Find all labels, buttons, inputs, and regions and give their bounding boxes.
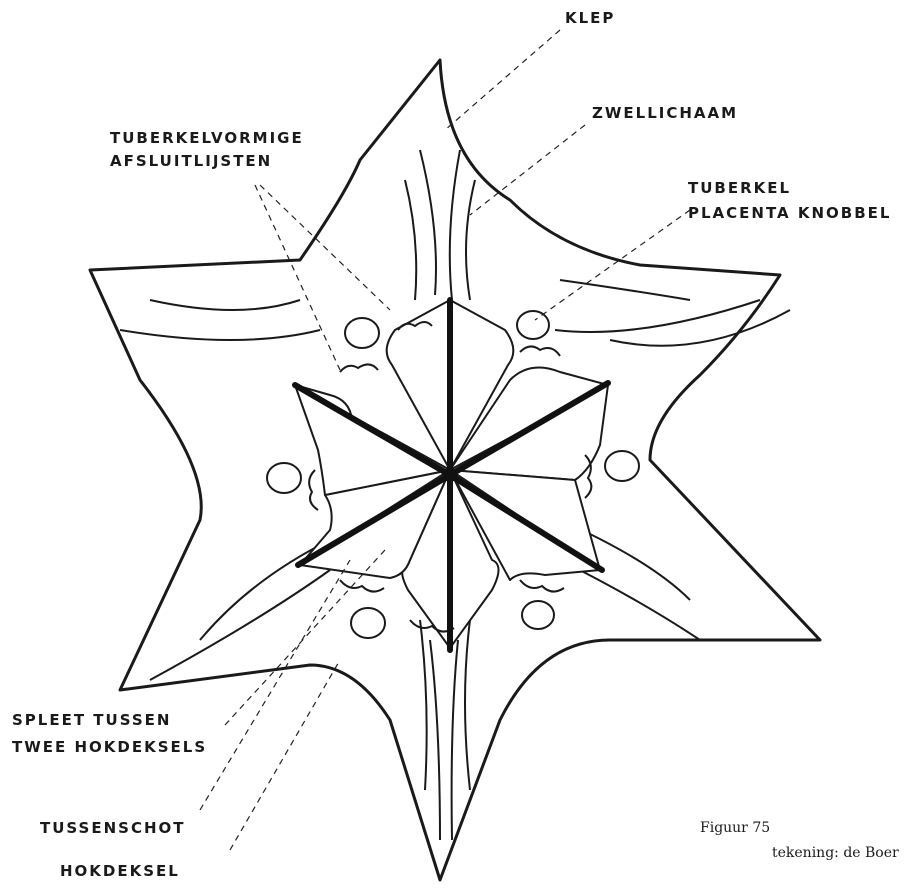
label-tuberkel-2: PLACENTA KNOBBEL — [688, 204, 891, 222]
label-spleet-1: SPLEET TUSSEN — [12, 711, 171, 729]
tuberkel-5 — [351, 608, 385, 638]
caption-figure: Figuur 75 — [700, 820, 770, 836]
caption-credit: tekening: de Boer — [772, 845, 899, 861]
tuberkel-6 — [267, 463, 301, 493]
tuberkel-2 — [517, 311, 549, 339]
label-zwellichaam: ZWELLICHAAM — [592, 104, 738, 122]
label-hokdeksel: HOKDEKSEL — [60, 862, 180, 880]
tuberkel-1 — [345, 318, 379, 348]
tuberkel-3 — [605, 451, 639, 481]
label-tuberkel-1: TUBERKEL — [688, 179, 791, 197]
label-spleet-2: TWEE HOKDEKSELS — [12, 738, 207, 756]
tuberkel-4 — [522, 601, 554, 629]
label-klep: KLEP — [565, 9, 615, 27]
label-tuberkelvormige-2: AFSLUITLIJSTEN — [110, 152, 272, 170]
label-tussenschot: TUSSENSCHOT — [40, 819, 186, 837]
label-tuberkelvormige-1: TUBERKELVORMIGE — [110, 129, 304, 147]
